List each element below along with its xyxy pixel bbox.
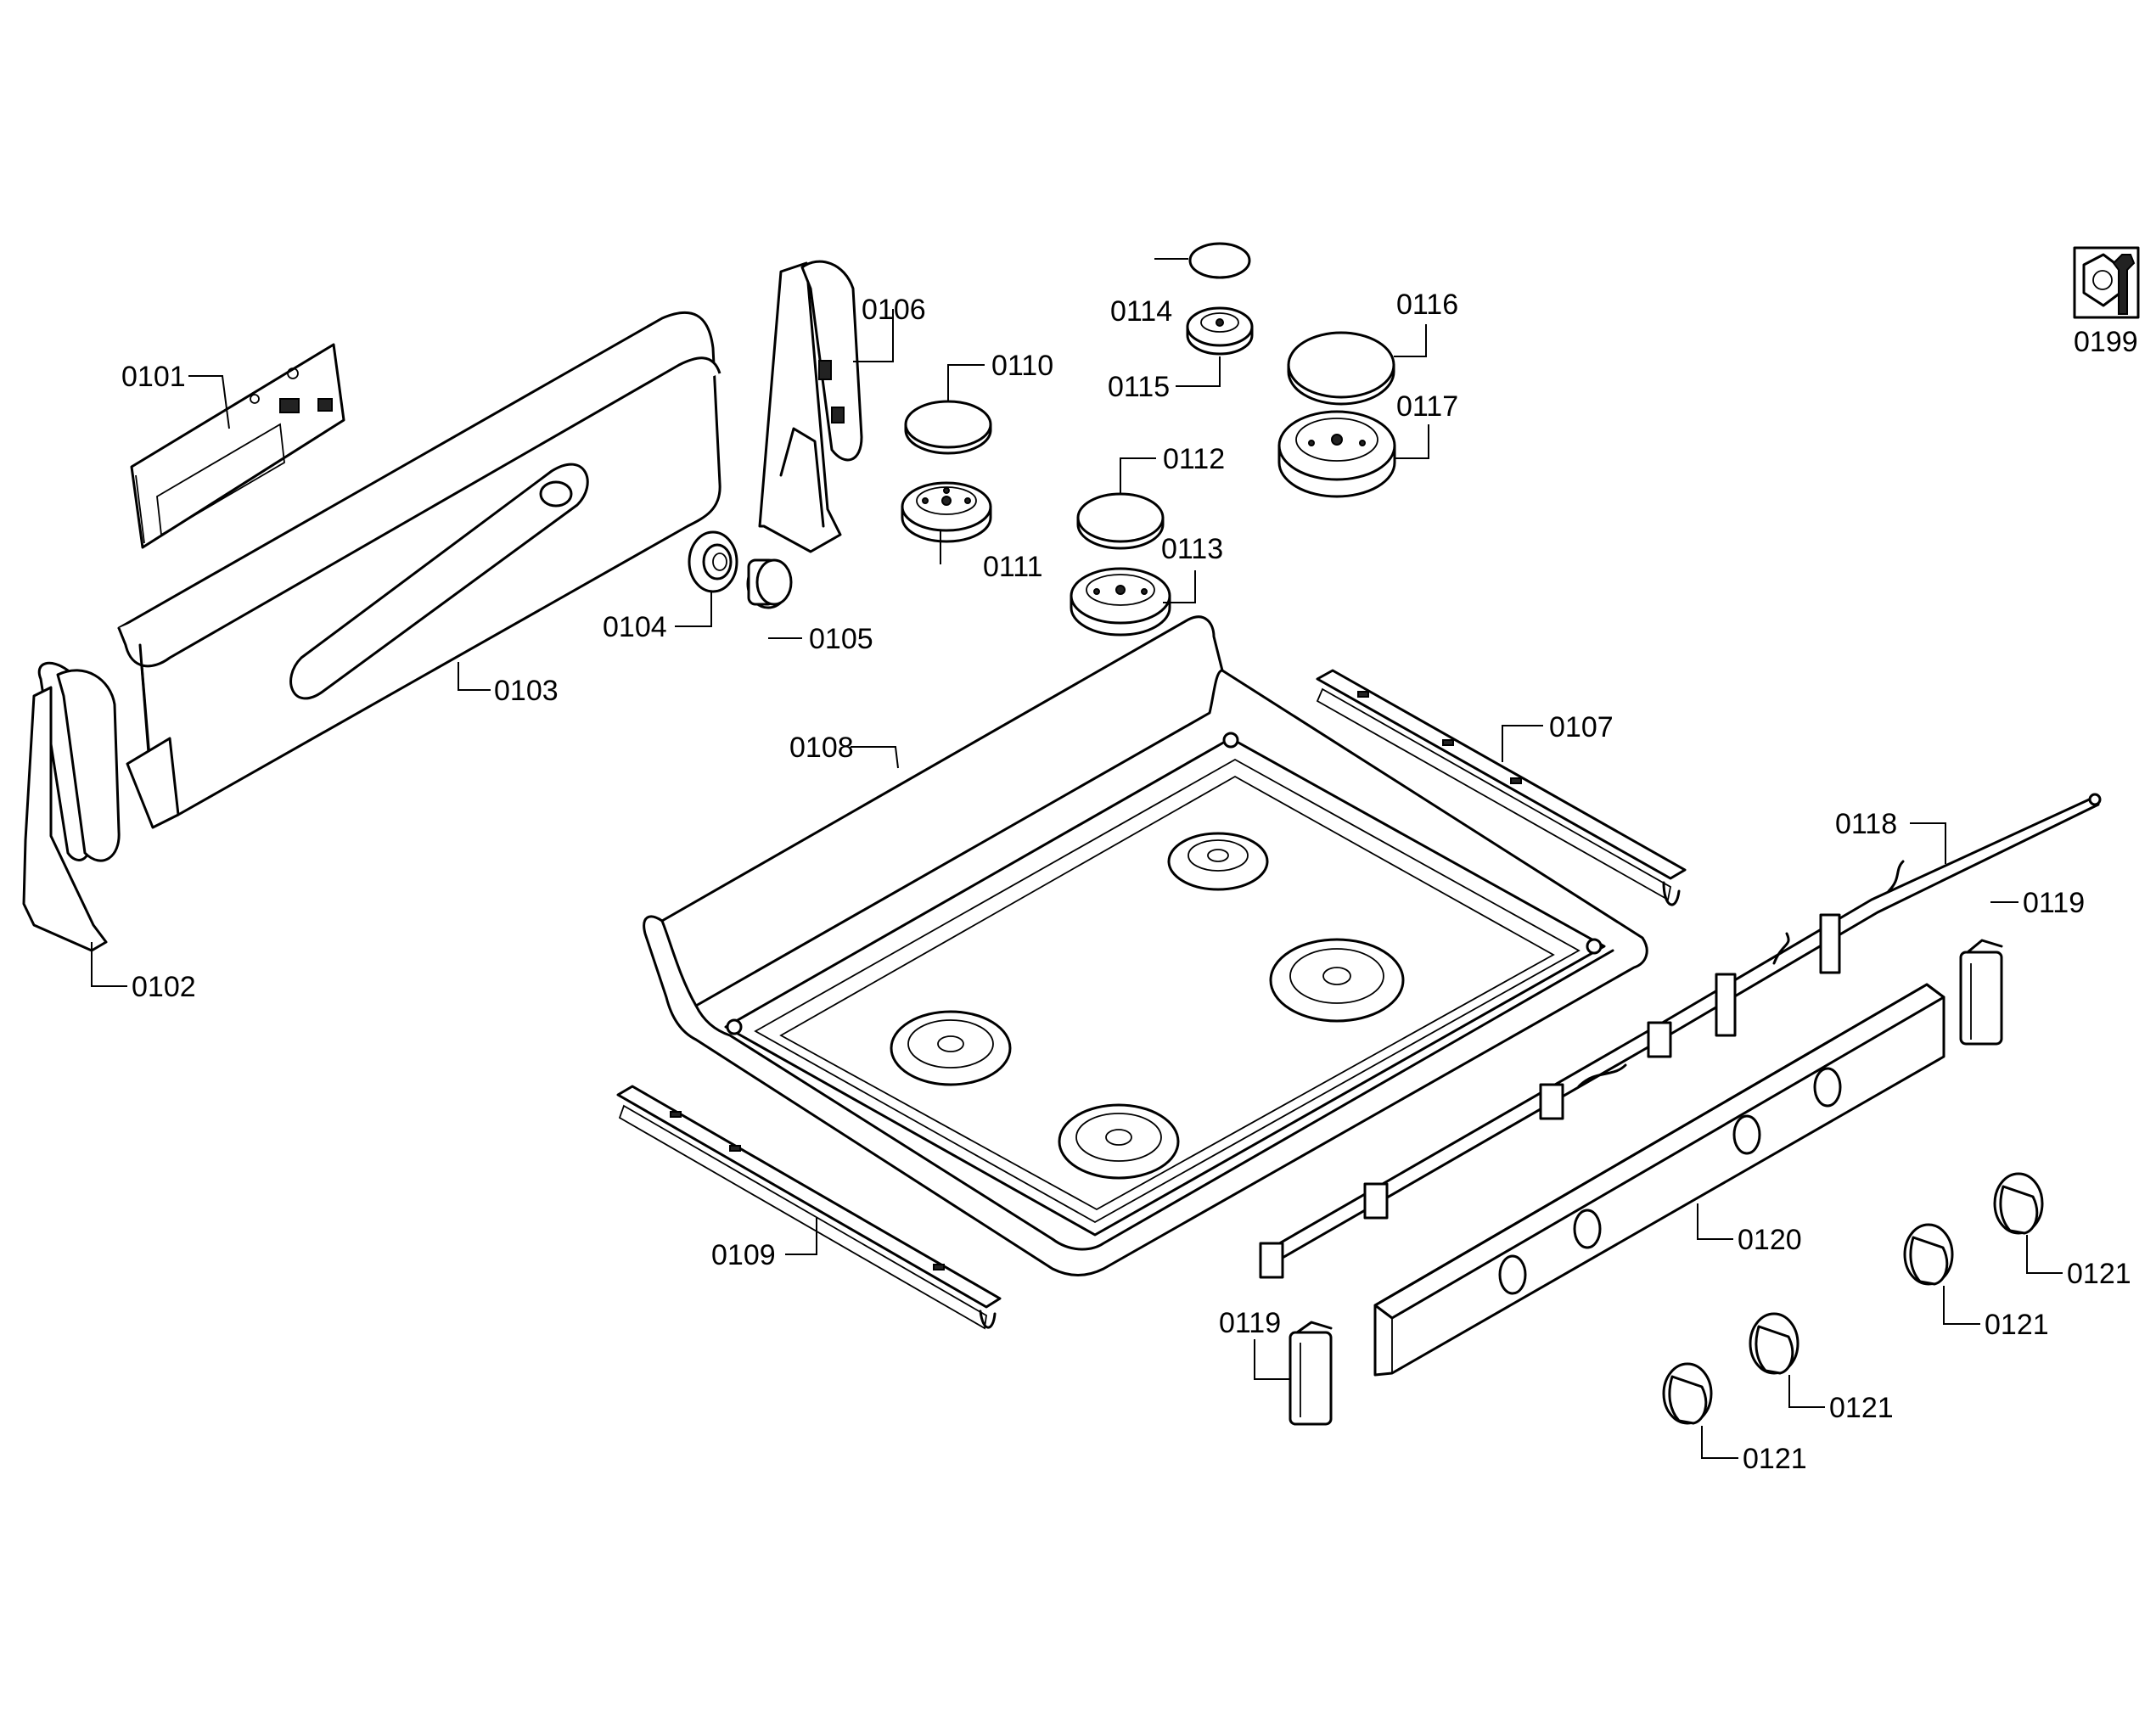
label-0114: 0114 [1110,295,1172,328]
part-0199-tool-kit[interactable] [2073,246,2140,319]
part-0113-burner-base[interactable] [1070,567,1171,637]
callout-0106: 0106 [853,294,926,362]
part-0114-burner-cap[interactable] [1188,242,1251,279]
callout-0115: 0115 [1108,356,1221,403]
part-0117-burner-base[interactable] [1277,410,1396,498]
callout-0105: 0105 [768,623,873,655]
part-0120-control-panel[interactable] [1373,983,1945,1377]
callout-0104: 0104 [603,592,712,643]
callout-0121-4: 0121 [1701,1426,1807,1475]
label-0109: 0109 [711,1239,776,1271]
callout-0107: 0107 [1502,711,1614,762]
callout-0119-lower: 0119 [1219,1307,1290,1380]
label-0121-4: 0121 [1743,1443,1807,1475]
part-0121-knob-2[interactable] [1903,1223,1954,1286]
label-0120: 0120 [1738,1224,1802,1256]
part-0119-bracket-right[interactable] [1959,939,2003,1046]
callout-0121-2: 0121 [1943,1286,2049,1341]
callout-0101: 0101 [121,361,230,429]
part-0105-knob[interactable] [746,558,793,609]
label-0102: 0102 [132,971,196,1003]
part-0104-grommet[interactable] [688,530,738,593]
callout-0119-upper: 0119 [1990,887,2085,919]
part-0101-control-board[interactable] [130,343,345,549]
callout-0108: 0108 [789,732,899,769]
part-0121-knob-3[interactable] [1749,1312,1799,1375]
label-0104: 0104 [603,611,667,643]
label-0108: 0108 [789,732,854,764]
label-0113: 0113 [1161,533,1223,565]
part-0121-knob-1[interactable] [1993,1172,2044,1235]
part-0119-bracket-left[interactable] [1289,1321,1333,1426]
label-0105: 0105 [809,623,873,655]
callout-0199: 0199 [2074,326,2138,358]
part-0116-burner-cap[interactable] [1287,331,1395,406]
part-0102-left-end-cap[interactable] [22,661,121,952]
label-0116: 0116 [1396,289,1458,321]
label-0121-3: 0121 [1829,1392,1894,1424]
callout-0121-3: 0121 [1788,1375,1894,1424]
callout-0121-1: 0121 [2026,1235,2131,1290]
part-0106-right-end-cap[interactable] [758,260,863,553]
callout-0110: 0110 [947,350,1053,401]
label-0117: 0117 [1396,390,1458,423]
cooktop-burner-left [890,1010,1012,1086]
callout-0120: 0120 [1697,1203,1802,1256]
nut-and-wrench-icon [2082,253,2136,315]
callout-0111: 0111 [940,530,1043,583]
cooktop-burner-right [1269,938,1405,1023]
part-0103-backguard-panel[interactable] [117,311,721,829]
label-0103: 0103 [494,675,559,707]
callout-0109: 0109 [711,1218,817,1271]
cooktop-burner-front [1058,1103,1180,1180]
part-0115-burner-base[interactable] [1186,306,1254,356]
label-0107: 0107 [1549,711,1614,743]
cooktop-burner-rear [1167,832,1269,891]
callout-0114: 0114 [1110,258,1188,328]
callout-0117: 0117 [1395,390,1458,459]
part-0110-burner-cap[interactable] [904,400,992,455]
callout-0118: 0118 [1835,808,1946,864]
label-0106: 0106 [862,294,926,326]
label-0112: 0112 [1163,443,1225,475]
label-0119-lower: 0119 [1219,1307,1281,1339]
part-0109-front-rail[interactable] [616,1085,1002,1330]
callout-0113: 0113 [1161,533,1223,603]
label-0118: 0118 [1835,808,1897,840]
part-0121-knob-4[interactable] [1662,1362,1713,1425]
label-0121-2: 0121 [1985,1309,2049,1341]
callout-0103: 0103 [458,662,559,707]
label-0199: 0199 [2074,326,2138,358]
part-0108-cooktop[interactable] [643,615,1648,1276]
label-0115: 0115 [1108,371,1170,403]
part-0107-rear-rail[interactable] [1316,669,1687,906]
label-0111: 0111 [983,551,1043,583]
label-0110: 0110 [991,350,1053,382]
label-0101: 0101 [121,361,186,393]
label-0119-upper: 0119 [2023,887,2085,919]
part-0112-burner-cap[interactable] [1076,492,1165,550]
label-0121-1: 0121 [2067,1258,2131,1290]
part-0118-wiring-harness[interactable] [1259,793,2102,1279]
callout-0102: 0102 [91,942,196,1003]
callout-0116: 0116 [1394,289,1458,357]
part-0111-burner-base[interactable] [901,481,992,543]
callout-0112: 0112 [1120,443,1225,494]
